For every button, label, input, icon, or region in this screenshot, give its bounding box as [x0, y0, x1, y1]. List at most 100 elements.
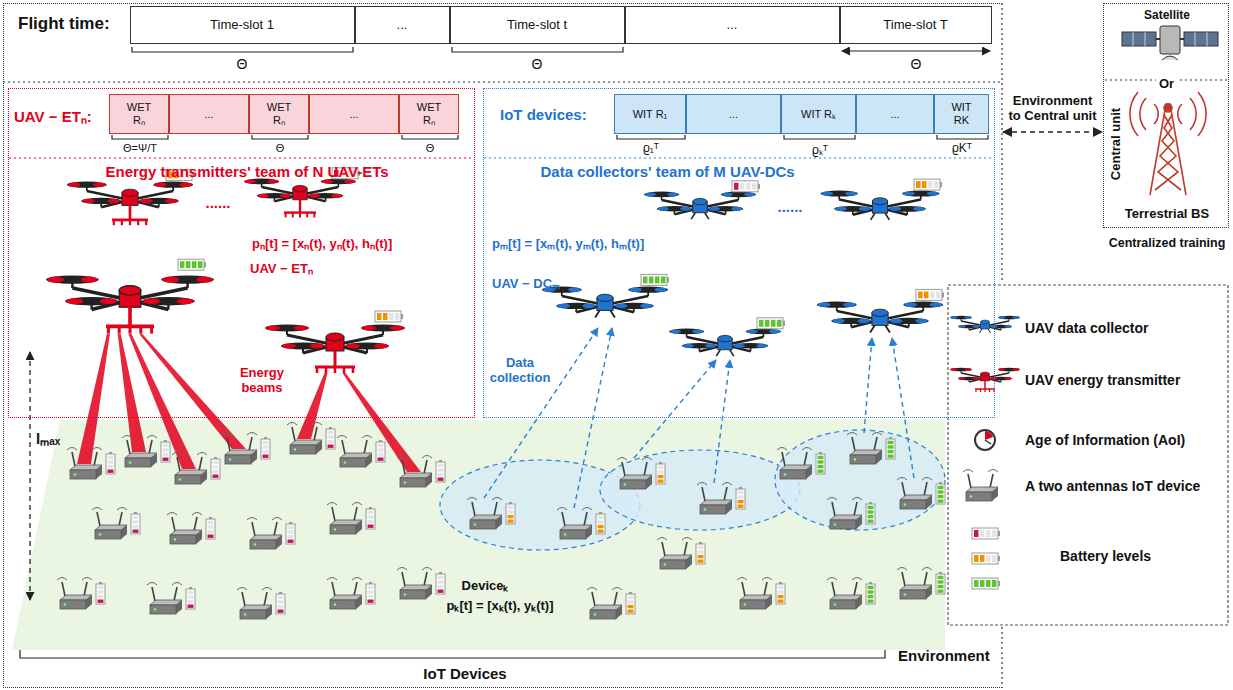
iot-device-icon	[201, 470, 207, 484]
iot-device-icon	[830, 600, 856, 609]
battery-icon	[261, 437, 270, 459]
uav-dc-icon	[683, 344, 694, 348]
wit-slot-box: WIT Rₖ	[781, 94, 856, 134]
uav-dc-icon	[644, 192, 679, 198]
iot-device-icon	[874, 437, 877, 451]
iot-device-icon	[780, 470, 806, 479]
uav-dc-icon	[834, 206, 871, 212]
iot-device-icon	[86, 595, 92, 609]
uav-et-icon	[310, 344, 324, 349]
uav-et-icon	[989, 389, 990, 392]
battery-icon	[936, 482, 945, 504]
battery-icon	[276, 592, 285, 614]
battery-icon	[329, 427, 332, 429]
uav-et-icon	[950, 368, 1020, 392]
data-link	[714, 360, 730, 483]
battery-icon	[698, 560, 704, 563]
iot-device-icon	[832, 502, 835, 516]
satellite-icon	[1122, 32, 1156, 46]
iot-device-icon	[402, 460, 405, 474]
battery-icon	[819, 452, 822, 454]
iot-device-icon	[494, 502, 497, 516]
iot-device-icon	[154, 608, 157, 611]
uav-et-icon	[322, 179, 333, 183]
iot-device-icon	[152, 587, 155, 601]
satellite-icon	[1133, 32, 1134, 46]
time-slot-box: Time-slot t	[450, 6, 625, 44]
battery-icon	[133, 520, 139, 523]
battery-icon	[757, 318, 785, 329]
iot-device-icon	[227, 437, 230, 451]
altitude-arrow	[29, 352, 30, 600]
uav-dc-icon	[950, 316, 1020, 333]
battery-icon	[263, 455, 269, 458]
battery-icon	[972, 528, 1000, 539]
iot-device-icon	[174, 538, 177, 541]
battery-icon	[163, 448, 169, 451]
iot-device-icon	[557, 508, 592, 511]
battery-icon	[99, 582, 102, 584]
battery-icon	[188, 595, 194, 598]
uav-et-icon	[958, 377, 980, 381]
iot-device-icon	[327, 503, 362, 506]
iot-device-icon	[830, 520, 856, 529]
uav-dc-icon	[859, 207, 871, 211]
battery-icon	[818, 470, 824, 473]
uav-dc-icon	[692, 329, 703, 333]
battery-icon	[98, 590, 104, 593]
iot-device-icon	[856, 515, 862, 529]
iot-device-icon	[330, 600, 356, 609]
iot-device-icon	[847, 433, 882, 465]
bracket	[784, 135, 855, 139]
separator	[1001, 3, 1002, 283]
team-heading: Energy transmitters' team of N UAV-ETs	[106, 163, 389, 180]
iot-device-icon	[225, 455, 251, 464]
battery-icon	[326, 427, 335, 449]
uav-dc-icon	[733, 343, 768, 349]
battery-icon	[186, 261, 191, 268]
uav-et-icon	[293, 185, 307, 191]
battery-icon	[736, 487, 745, 509]
battery-icon	[263, 441, 269, 444]
battery-icon	[378, 444, 384, 447]
aoi-icon	[975, 430, 995, 450]
battery-icon	[778, 586, 784, 589]
iot-device-icon	[467, 498, 502, 530]
wet-slot-box: WET Rₙ	[249, 94, 309, 134]
iot-device-icon	[467, 498, 502, 501]
battery-icon	[936, 291, 941, 298]
uav-et-icon	[129, 205, 132, 219]
iot-device-icon	[660, 560, 686, 569]
iot-device-icon	[167, 513, 202, 516]
uav-et-icon	[282, 344, 296, 349]
iot-device-icon	[397, 568, 432, 600]
annotation-label: pₖ[t] = [xₖ(t), yₖ(t)]	[446, 596, 553, 614]
battery-icon	[986, 530, 991, 537]
annotation-label: Data collection	[485, 356, 555, 386]
uav-dc-icon	[682, 343, 717, 349]
annotation-label: pₙ[t] = [xₙ(t), yₙ(t), hₙ(t)]	[252, 234, 392, 252]
team-heading: Data collectors' team of M UAV-DCs	[541, 163, 795, 180]
battery-icon	[161, 442, 170, 462]
iot-device-icon	[196, 530, 202, 544]
iot-device-icon	[364, 440, 367, 454]
battery-icon	[288, 540, 294, 543]
bracket	[132, 47, 353, 52]
iot-device-icon	[176, 600, 182, 614]
battery-icon	[816, 454, 825, 474]
iot-device-icon	[122, 436, 157, 439]
battery-icon	[758, 184, 760, 189]
iot-device-icon	[397, 456, 432, 459]
battery-icon	[208, 530, 214, 533]
battery-icon	[939, 482, 942, 484]
tower-icon	[1198, 92, 1206, 136]
uav-et-icon	[93, 182, 106, 187]
battery-icon	[972, 528, 998, 539]
iot-device-icon	[330, 525, 356, 534]
battery-icon	[278, 596, 284, 599]
wit-slot-box: ...	[856, 94, 934, 134]
battery-icon	[106, 452, 115, 474]
battery-icon	[286, 524, 295, 544]
annotation-label: ......	[777, 198, 802, 215]
battery-icon	[868, 595, 874, 598]
